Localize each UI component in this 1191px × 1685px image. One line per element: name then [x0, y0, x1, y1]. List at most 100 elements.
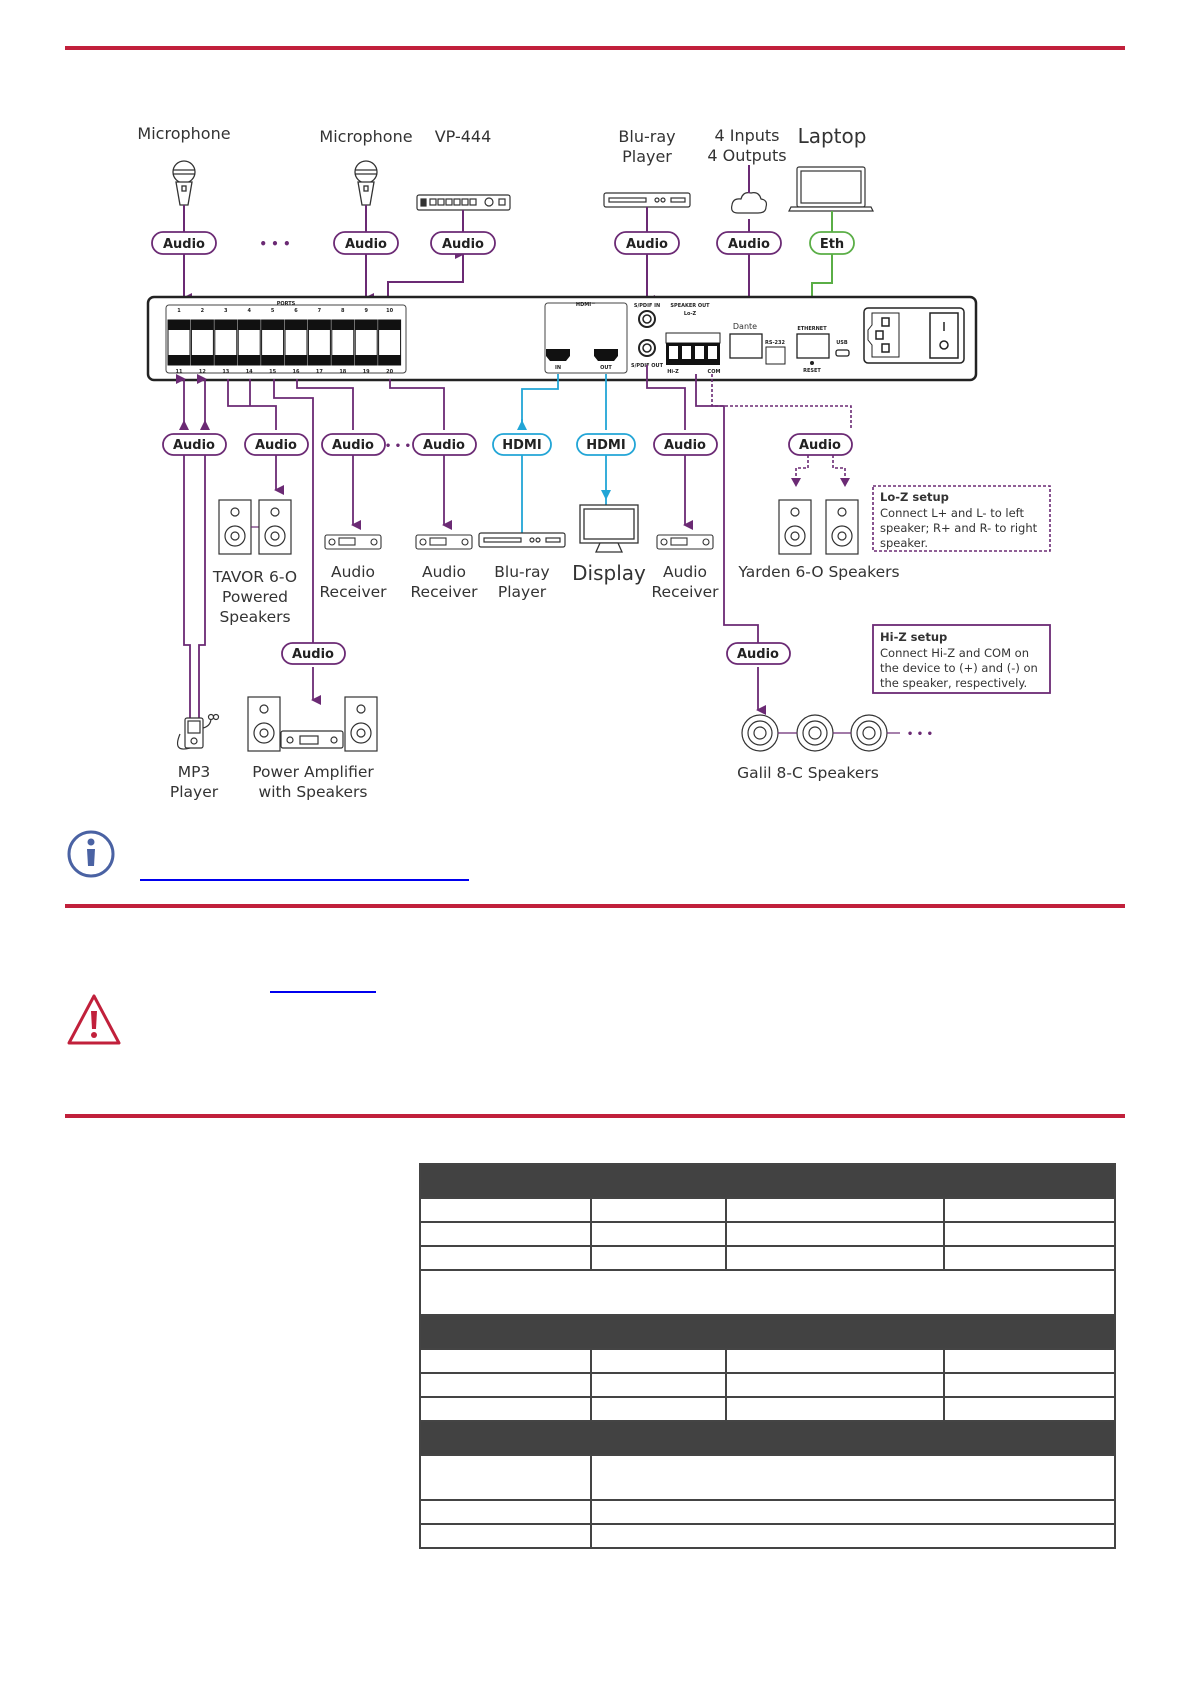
label-bluray-top-1: Blu-ray — [618, 127, 675, 146]
svg-text:IN: IN — [555, 365, 561, 371]
svg-text:Display: Display — [572, 561, 646, 585]
svg-text:Audio: Audio — [737, 647, 779, 662]
signal-pill-audio: Audio — [281, 642, 346, 665]
table-cell — [419, 1221, 592, 1247]
info-icon — [67, 830, 115, 878]
table-row — [419, 1372, 1116, 1398]
svg-text:Audio: Audio — [663, 563, 707, 581]
port-number-bottom: 19 — [363, 369, 370, 375]
audio-port-block: 2 12 — [190, 308, 214, 375]
svg-text:Lo-Z setup: Lo-Z setup — [880, 490, 949, 504]
port-number-bottom: 13 — [222, 369, 229, 375]
svg-text:Power Amplifier: Power Amplifier — [252, 763, 374, 781]
table-row — [419, 1221, 1116, 1247]
table-cell — [943, 1221, 1116, 1247]
section-rule-bottom — [65, 1114, 1125, 1118]
svg-text:Audio: Audio — [332, 438, 374, 453]
section-header-cell — [419, 1420, 1116, 1456]
warning-icon — [67, 994, 121, 1045]
svg-text:Eth: Eth — [820, 237, 844, 252]
svg-text:Audio: Audio — [163, 237, 205, 252]
section-rule-middle — [65, 904, 1125, 908]
bluray-player-icon — [478, 532, 566, 548]
yarden-speakers-icon — [778, 499, 859, 555]
svg-text:RS-232: RS-232 — [765, 340, 785, 346]
table-cell — [943, 1197, 1116, 1223]
table-row — [419, 1245, 1116, 1271]
signal-pill-audio: Audio — [614, 231, 680, 255]
table-cell — [724, 1245, 946, 1271]
table-row — [419, 1523, 1117, 1549]
hdmi-label: HDMI™ — [576, 302, 596, 308]
table-cell — [589, 1348, 727, 1374]
usb-port — [835, 349, 850, 357]
audio-receiver-icon — [324, 534, 382, 550]
label-laptop: Laptop — [798, 124, 867, 148]
svg-text:Hi-Z: Hi-Z — [667, 369, 679, 375]
svg-text:Audio: Audio — [292, 647, 334, 662]
table-section-header — [419, 1163, 1116, 1199]
svg-text:Connect Hi-Z and COM on: Connect Hi-Z and COM on — [880, 646, 1029, 660]
table-cell — [724, 1221, 946, 1247]
signal-pill-audio: Audio — [716, 231, 782, 255]
microphone-icon — [172, 160, 196, 206]
table-cell — [724, 1372, 946, 1398]
dante-port — [729, 333, 763, 359]
svg-text:Speakers: Speakers — [219, 608, 290, 626]
table-cell — [589, 1454, 1117, 1501]
audio-port-block: 6 16 — [284, 308, 308, 375]
table-cell — [943, 1396, 1116, 1422]
info-link[interactable] — [140, 879, 469, 881]
svg-text:speaker; R+ and R- to right: speaker; R+ and R- to right — [880, 521, 1038, 535]
svg-text:Audio: Audio — [331, 563, 375, 581]
table-row — [419, 1396, 1116, 1422]
svg-text:HDMI: HDMI — [586, 438, 625, 453]
warning-link[interactable] — [270, 991, 376, 993]
audio-port-block: 717 — [307, 308, 331, 375]
cloud-network-icon — [731, 192, 768, 214]
port-number-top: 6 — [294, 308, 298, 314]
svg-text:HDMI: HDMI — [502, 438, 541, 453]
port-number-bottom: 16 — [293, 369, 300, 375]
vp444-switcher-icon — [416, 194, 511, 211]
table-cell — [943, 1348, 1116, 1374]
table-section-header — [419, 1314, 1116, 1350]
section-rule-top — [65, 46, 1125, 50]
svg-text:Receiver: Receiver — [410, 583, 478, 601]
signal-pill-hdmi: HDMI — [492, 433, 552, 456]
audio-port-block: 414 — [237, 308, 261, 375]
audio-port-block: 111 — [167, 308, 191, 375]
table-section-header — [419, 1420, 1116, 1456]
audio-receiver-icon — [415, 534, 473, 550]
audio-port-block: 919 — [354, 308, 378, 375]
table-cell — [589, 1499, 1117, 1525]
table-cell — [419, 1372, 592, 1398]
port-number-top: 2 — [201, 308, 205, 314]
svg-text:Audio: Audio — [255, 438, 297, 453]
table-cell — [589, 1396, 727, 1422]
table-cell — [943, 1245, 1116, 1271]
section-header-cell — [419, 1314, 1116, 1350]
power-amplifier-speakers-icon — [247, 696, 378, 752]
table-row — [419, 1348, 1116, 1374]
label-dante-io-1: 4 Inputs — [714, 126, 779, 145]
table-cell — [724, 1197, 946, 1223]
ellipsis: • • • — [385, 441, 411, 452]
svg-text:Connect L+ and L- to left: Connect L+ and L- to left — [880, 506, 1025, 520]
table-cell — [589, 1221, 727, 1247]
svg-text:the speaker, respectively.: the speaker, respectively. — [880, 676, 1027, 690]
signal-pill-audio: Audio — [412, 433, 477, 456]
port-number-top: 4 — [247, 308, 251, 314]
port-number-bottom: 12 — [199, 369, 206, 375]
table-footnote-row — [419, 1269, 1116, 1316]
svg-text:Audio: Audio — [173, 438, 215, 453]
svg-text:Yarden 6-O Speakers: Yarden 6-O Speakers — [737, 563, 899, 581]
svg-text:SPEAKER OUT: SPEAKER OUT — [670, 303, 710, 309]
ellipsis: • • • — [907, 729, 933, 740]
port-number-top: 3 — [224, 308, 228, 314]
microphone-icon — [354, 160, 378, 206]
signal-pill-audio: Audio — [653, 433, 718, 456]
svg-text:with Speakers: with Speakers — [259, 783, 368, 801]
label-vp444: VP-444 — [435, 127, 492, 146]
